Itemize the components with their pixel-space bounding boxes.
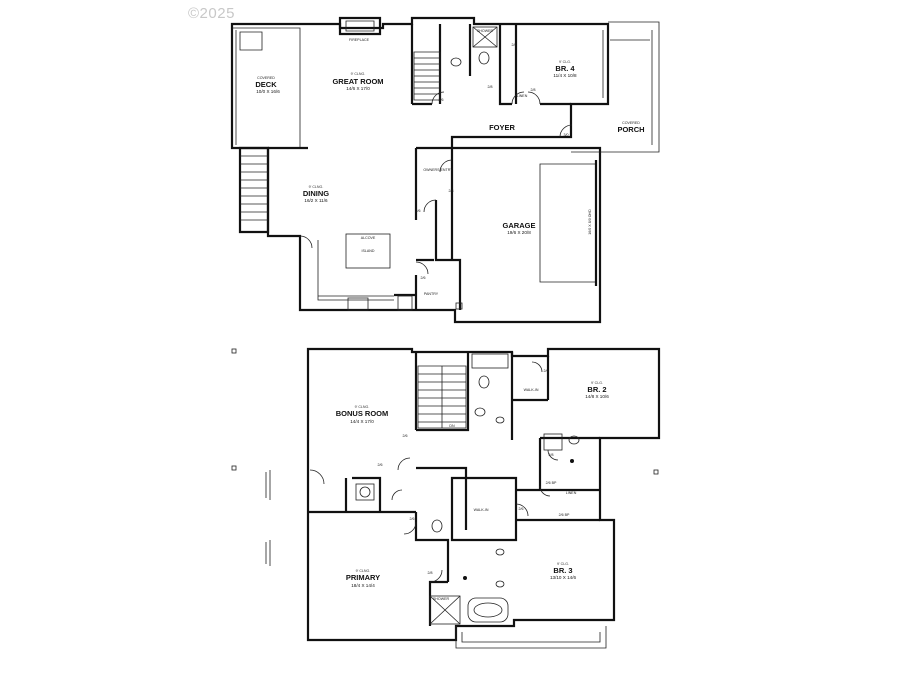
room-great-room: 9' CLNG. GREAT ROOM 14/6 X 17/0 <box>332 72 383 91</box>
up-door-label-5: 2/8 <box>428 571 433 575</box>
br4-name: BR. 4 <box>555 64 575 73</box>
primary-dims: 18/4 X 14/4 <box>351 583 375 588</box>
primary-name: PRIMARY <box>346 573 380 582</box>
door-label-2: 2/8 <box>488 85 493 89</box>
main-floor-plan <box>230 16 660 324</box>
room-covered-deck: COVERED DECK 10/0 X 16/6 <box>255 76 280 94</box>
room-br4: 9' CLG. BR. 4 11/4 X 10/8 <box>553 60 577 78</box>
foyer-name: FOYER <box>489 123 515 132</box>
great-room-name: GREAT ROOM <box>332 77 383 86</box>
up-door-label-7: 2/6 BP <box>559 513 570 517</box>
door-label-7: 3/0 <box>564 133 569 137</box>
stair-dn-label: DN <box>449 424 455 428</box>
door-label-4: 2/8 <box>449 189 454 193</box>
br2-dims: 14/8 X 10/6 <box>585 394 609 399</box>
up-door-label-4: 2/6 <box>519 507 524 511</box>
door-label-8: 2/8 <box>512 43 517 47</box>
upper-floor-labels: 9' CLNG. BONUS ROOM 14/4 X 17/0 9' CLG. … <box>336 369 609 601</box>
copyright-text: ©2025 <box>188 5 235 22</box>
dining-name: DINING <box>303 189 329 198</box>
br3-ceiling: 9' CLG. <box>557 562 569 566</box>
garage-door-size: 16/0 X 8/0 OHD <box>588 209 592 235</box>
up-door-label-6: 2/6 BP <box>546 481 557 485</box>
main-shower-label: SHOWER <box>477 29 494 33</box>
main-linen-label: LINEN <box>517 94 528 98</box>
garage-dims: 19/6 X 20/8 <box>507 230 531 235</box>
walkin-primary-label: WALK-IN <box>474 508 489 512</box>
up-door-label-2: 2/6 <box>378 463 383 467</box>
upper-linen-label: LINEN <box>566 491 577 495</box>
door-label-1: 2/6 <box>439 98 444 102</box>
room-primary: 9' CLNG. PRIMARY 18/4 X 14/4 <box>346 569 380 588</box>
door-label-5: 2/6 <box>421 276 426 280</box>
porch-name: PORCH <box>617 125 644 134</box>
br2-ceiling: 9' CLG. <box>591 381 603 385</box>
br4-dims: 11/4 X 10/8 <box>553 73 577 78</box>
deck-dims: 10/0 X 16/6 <box>256 89 280 94</box>
walkin-br2-label: WALK-IN <box>524 388 539 392</box>
great-room-ceiling: 9' CLNG. <box>351 72 366 76</box>
br3-name: BR. 3 <box>553 566 572 575</box>
up-door-label-1: 2/6 <box>403 434 408 438</box>
up-door-label-9: 2/8 <box>549 453 554 457</box>
room-dining: 9' CLNG. DINING 16/2 X 11/6 <box>303 185 329 203</box>
owners-entry-label: OWNERS ENTRY <box>423 168 453 172</box>
door-label-6: 2/6 <box>416 209 421 213</box>
door-label-3: 2/8 <box>531 88 536 92</box>
upper-shower-label: SHOWER <box>433 597 450 601</box>
room-br2: 9' CLG. BR. 2 14/8 X 10/6 <box>585 381 609 399</box>
deck-covered-label: COVERED <box>257 76 275 80</box>
room-garage: GARAGE 19/6 X 20/8 <box>503 221 536 235</box>
up-door-label-3: 2/6 <box>410 517 415 521</box>
garage-name: GARAGE <box>503 221 536 230</box>
porch-covered-label: COVERED <box>622 121 640 125</box>
br3-dims: 13/10 X 14/6 <box>550 575 576 580</box>
up-door-label-8: 2/6 <box>544 369 549 373</box>
room-br3: 9' CLG. BR. 3 13/10 X 14/6 <box>550 562 576 580</box>
fireplace-label: FIREPLACE <box>349 38 370 42</box>
main-floor-labels: COVERED DECK 10/0 X 16/6 9' CLNG. GREAT … <box>255 29 644 296</box>
bonus-name: BONUS ROOM <box>336 409 389 418</box>
upper-floor-plan <box>231 347 661 649</box>
island-label: ISLAND <box>362 249 375 253</box>
alcove-label: ALCOVE <box>361 236 376 240</box>
bonus-dims: 14/4 X 17/0 <box>350 419 374 424</box>
bonus-ceiling: 9' CLNG. <box>355 405 370 409</box>
br2-name: BR. 2 <box>587 385 606 394</box>
room-bonus: 9' CLNG. BONUS ROOM 14/4 X 17/0 <box>336 405 389 424</box>
primary-ceiling: 9' CLNG. <box>356 569 371 573</box>
dining-ceiling: 9' CLNG. <box>309 185 324 189</box>
br4-ceiling: 9' CLG. <box>559 60 571 64</box>
deck-name: DECK <box>255 80 277 89</box>
room-covered-porch: COVERED PORCH <box>617 121 644 134</box>
great-room-dims: 14/6 X 17/0 <box>346 86 370 91</box>
dining-dims: 16/2 X 11/6 <box>304 198 328 203</box>
pantry-label: PANTRY <box>424 292 439 296</box>
